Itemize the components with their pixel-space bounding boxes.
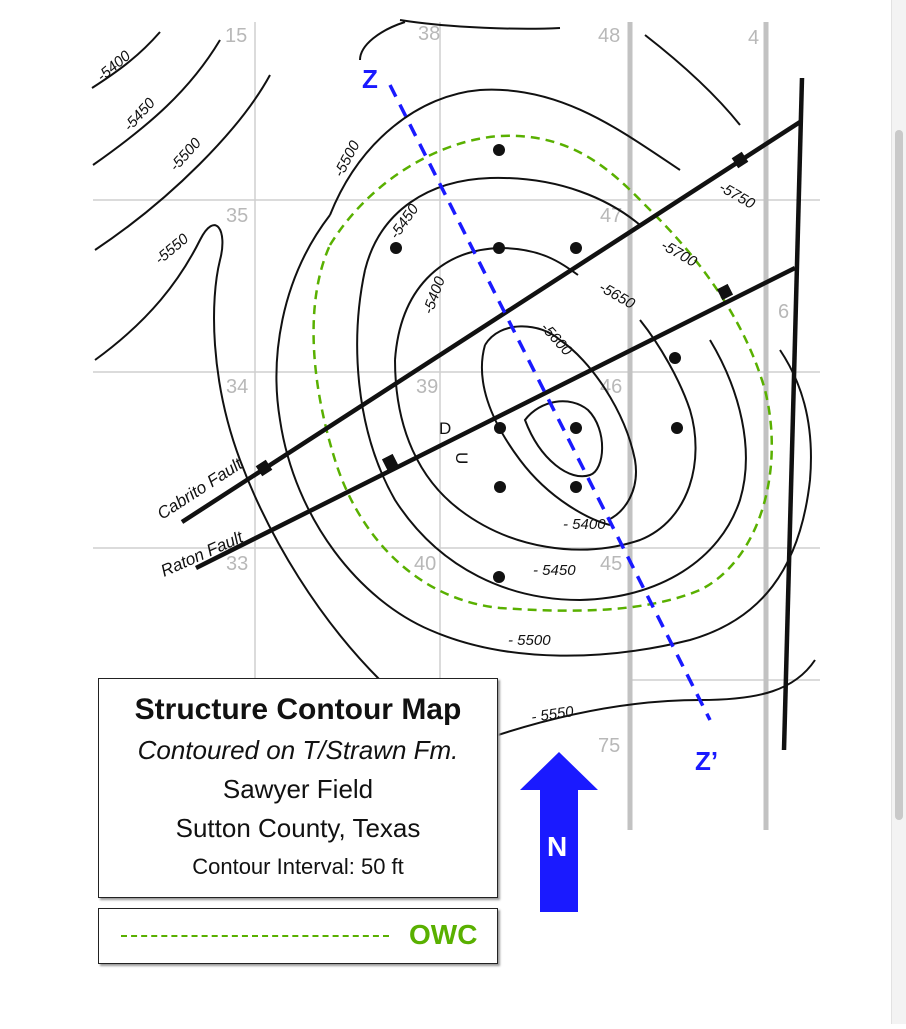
well-dot xyxy=(570,481,582,493)
section-number: 48 xyxy=(598,25,620,47)
well-dot xyxy=(570,422,582,434)
section-number: 39 xyxy=(416,376,438,398)
well-dot xyxy=(493,144,505,156)
contour-label: -5500 xyxy=(331,137,364,179)
section-number: 6 xyxy=(778,301,789,323)
section-line-start: Z xyxy=(362,64,378,94)
contour-label: -5450 xyxy=(386,201,422,243)
owc-legend: OWC xyxy=(98,908,498,964)
section-number: 33 xyxy=(226,553,248,575)
contour-label: - 5400 xyxy=(563,516,606,533)
section-number: 40 xyxy=(414,553,436,575)
north-label: N xyxy=(547,831,567,862)
section-line-z xyxy=(388,84,712,721)
legend-title: Structure Contour Map xyxy=(134,693,462,726)
contour-label: - 5550 xyxy=(530,703,575,726)
section-line-end: Z’ xyxy=(695,746,718,776)
well-dot xyxy=(493,242,505,254)
legend-subtitle: Contoured on T/Strawn Fm. xyxy=(137,735,459,765)
contour-label: -5500 xyxy=(166,134,205,174)
section-number: 45 xyxy=(600,553,622,575)
section-number: 47 xyxy=(600,205,622,227)
section-number: 46 xyxy=(600,376,622,398)
well-dot xyxy=(390,242,402,254)
well-dot xyxy=(669,352,681,364)
fault-upthrown: U xyxy=(452,452,471,464)
north-arrow: N xyxy=(520,752,598,912)
map-legend: Structure Contour Map Contoured on T/Str… xyxy=(98,678,498,898)
vertical-scrollbar[interactable] xyxy=(891,0,906,1024)
owc-label: OWC xyxy=(409,919,478,950)
scrollbar-thumb[interactable] xyxy=(895,130,903,820)
contour-label: -5750 xyxy=(716,179,758,213)
wells xyxy=(390,144,683,583)
well-dot xyxy=(570,242,582,254)
fault-downthrown: D xyxy=(439,419,451,438)
well-dot xyxy=(671,422,683,434)
section-number: 15 xyxy=(225,25,247,47)
well-dot xyxy=(493,571,505,583)
contour-label: - 5450 xyxy=(533,562,576,579)
legend-field: Sawyer Field xyxy=(222,774,374,804)
section-number: 34 xyxy=(226,376,248,398)
fault-ticks xyxy=(255,151,749,477)
contour-label: - 5500 xyxy=(508,632,551,649)
section-number: 35 xyxy=(226,205,248,227)
contour-label: -5550 xyxy=(152,230,193,268)
section-number: 38 xyxy=(418,23,440,45)
well-dot xyxy=(494,481,506,493)
well-dot xyxy=(494,422,506,434)
faults xyxy=(180,77,805,751)
section-number: 75 xyxy=(598,735,620,757)
section-numbers: 15 38 48 4 35 47 6 34 39 46 33 40 45 75 xyxy=(225,23,789,757)
structure-contours xyxy=(91,19,816,736)
contour-label: -5400 xyxy=(94,47,135,85)
owc-line-sample xyxy=(121,935,389,937)
owc-contour xyxy=(312,134,773,612)
section-number: 4 xyxy=(748,27,759,49)
legend-interval: Contour Interval: 50 ft xyxy=(192,854,404,879)
legend-county: Sutton County, Texas xyxy=(175,813,421,843)
contour-label: -5600 xyxy=(537,319,576,359)
section-grid xyxy=(93,22,820,690)
section-boundaries-thick xyxy=(627,22,769,830)
